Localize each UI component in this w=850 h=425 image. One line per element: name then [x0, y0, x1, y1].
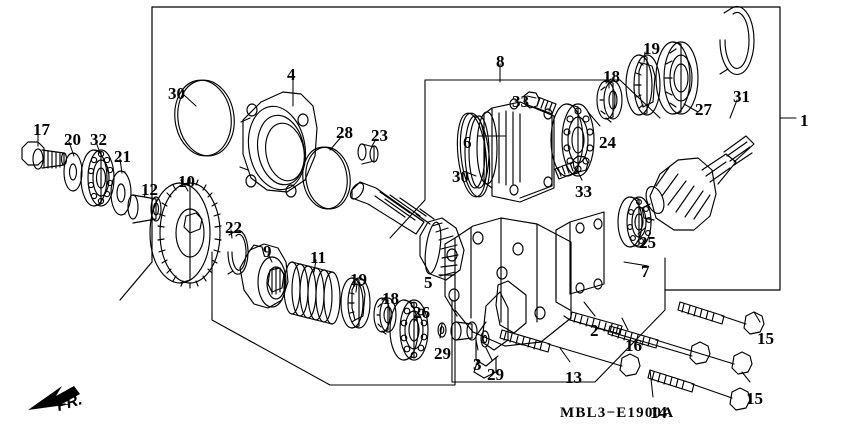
assembly-boundary-damper: [211, 251, 456, 386]
o-ring-28-art: [302, 146, 351, 210]
assembly-boundary-case: [451, 257, 666, 383]
callout-9: 9: [263, 242, 272, 261]
distance-collar-art: [127, 194, 162, 224]
callout-27: 27: [695, 100, 712, 119]
callout-20: 20: [64, 130, 81, 149]
callout-18-upper: 18: [603, 67, 620, 86]
ball-bearing-32-art: [80, 149, 115, 207]
callout-11: 11: [310, 248, 327, 267]
callout-19-upper: 19: [643, 39, 660, 58]
oil-seal-27-art: [655, 41, 699, 115]
callout-15-lower: 15: [746, 389, 763, 408]
callout-23: 23: [371, 126, 388, 145]
callout-21: 21: [114, 147, 131, 166]
o-ring-30-lower-art: [456, 112, 491, 198]
snap-ring-31-art: [719, 5, 755, 76]
driven-gear-art: [149, 177, 222, 289]
lock-washer-18-lower-art: [373, 296, 397, 335]
flange-bolt-17-art: [21, 141, 68, 170]
output-gear-housing-6-art: [464, 98, 555, 203]
drive-shaft-bevel-gear-art: [349, 181, 465, 281]
gear-case-cover-7-art: [555, 211, 605, 311]
bearing-holder-4-art: [239, 91, 318, 198]
ball-bearing-26-art: [389, 299, 429, 361]
callout-16: 16: [625, 336, 642, 355]
flange-bolt-15-upper-art: [677, 301, 765, 335]
callout-22: 22: [225, 218, 242, 237]
ball-bearing-25-art: [617, 196, 652, 248]
callout-13: 13: [565, 368, 582, 387]
callout-32: 32: [90, 130, 107, 149]
callout-3: 3: [473, 355, 482, 374]
callout-2: 2: [590, 321, 599, 340]
callout-1: 1: [800, 111, 809, 130]
callout-10: 10: [178, 172, 195, 191]
flange-bolt-14-art: [607, 325, 753, 375]
lock-nut-19-upper-art: [625, 54, 661, 116]
callout-6: 6: [463, 133, 472, 152]
callout-18-lower: 18: [382, 289, 399, 308]
callout-29-left: 29: [434, 344, 451, 363]
damper-cam-art: [239, 243, 289, 309]
flange-bolt-33-lower-art: [554, 155, 589, 180]
flange-bolt-16-art: [563, 311, 711, 365]
callout-31: 31: [733, 87, 750, 106]
callout-12: 12: [141, 180, 158, 199]
callout-33-lower: 33: [575, 182, 592, 201]
lock-nut-19-lower-art: [340, 277, 371, 329]
flange-bolt-33-upper-art: [523, 91, 557, 115]
callout-7: 7: [641, 262, 650, 281]
callout-17: 17: [33, 120, 50, 139]
callout-25: 25: [639, 233, 656, 252]
flange-bolt-15-lower-art: [647, 369, 751, 411]
damper-spring-set-art: [283, 261, 341, 325]
callout-28: 28: [336, 123, 353, 142]
callout-19-lower: 19: [350, 270, 367, 289]
callout-5: 5: [424, 273, 433, 292]
gear-case-art: [444, 217, 572, 379]
callout-14: 14: [650, 403, 667, 422]
callout-8: 8: [496, 52, 505, 71]
callout-29-right: 29: [487, 365, 504, 384]
leader-lines: [37, 51, 797, 398]
fr-direction-arrow: [28, 386, 80, 410]
washer-20-art: [63, 152, 83, 192]
callout-30-lower: 30: [452, 167, 469, 186]
callout-30-upper: 30: [168, 84, 185, 103]
dowel-pin-23-art: [357, 143, 379, 165]
callout-26: 26: [413, 303, 430, 322]
callout-33-upper: 33: [512, 92, 529, 111]
o-ring-30-upper-art: [174, 79, 235, 157]
callout-15-upper: 15: [757, 329, 774, 348]
callout-4: 4: [287, 65, 296, 84]
callout-24: 24: [599, 133, 616, 152]
part-code-label: MBL3−E1900A: [560, 405, 675, 421]
pinion-gear-art: [641, 135, 755, 231]
